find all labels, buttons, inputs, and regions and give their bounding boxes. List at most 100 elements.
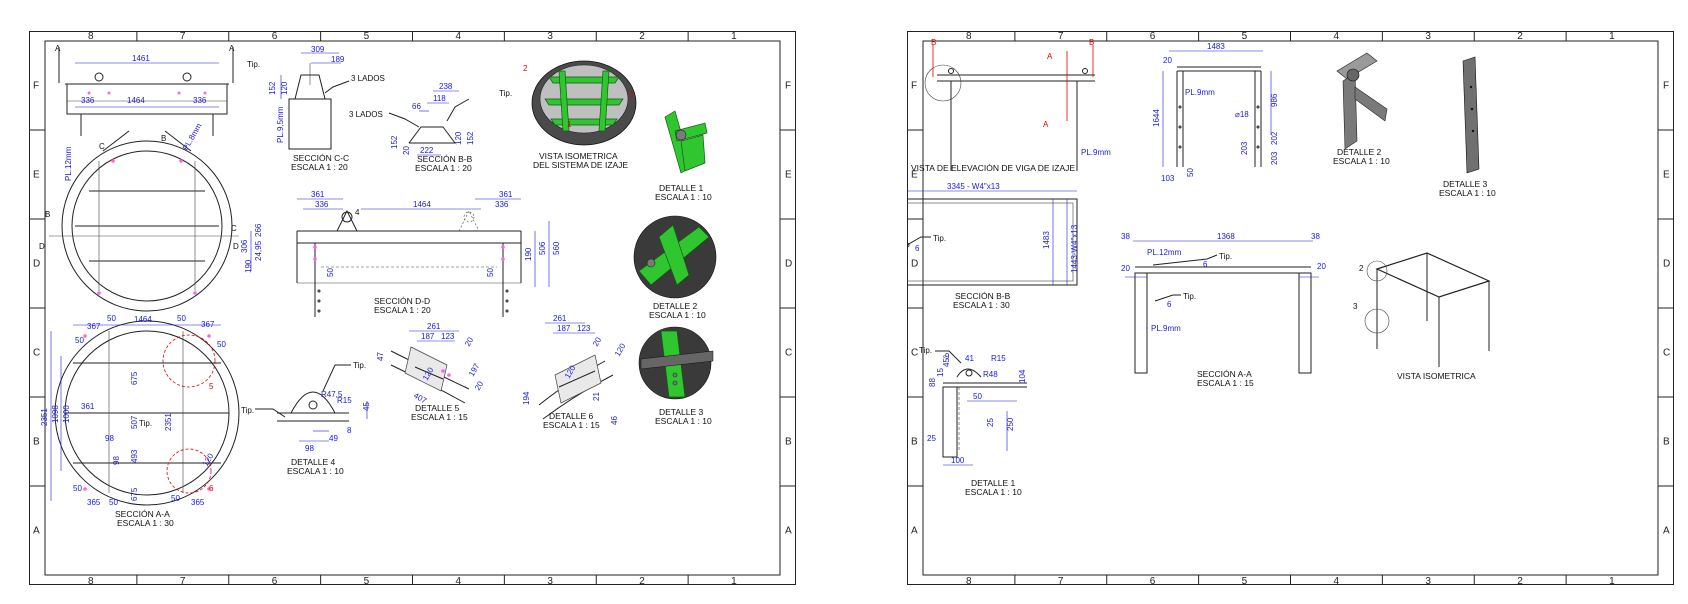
dim-bb-118: 118 — [433, 94, 446, 103]
sv-dim-50: 50 — [1186, 168, 1195, 177]
d1-dim-250: 250 — [1006, 417, 1015, 431]
sv-dim-20: 20 — [1163, 56, 1172, 65]
title-detail-3: DETALLE 3 — [659, 407, 704, 417]
detail-1-view — [664, 110, 708, 174]
border-col-3: 3 — [1425, 31, 1431, 42]
border-col-6: 6 — [272, 31, 278, 42]
dim-d4-r15: R15 — [337, 396, 352, 405]
dim-aa-50-b: 50 — [107, 314, 116, 323]
aa-weld-6-top: 6 — [1203, 260, 1208, 269]
dim-bb-20: 20 — [402, 146, 411, 155]
elev-cut-a-bottom: A — [1043, 120, 1049, 129]
border-row-C: C — [911, 348, 918, 359]
iso-callout-3: 3 — [629, 90, 634, 99]
detail-3-right-view — [1462, 56, 1480, 174]
border-row-A: A — [911, 526, 918, 537]
border-col-5: 5 — [364, 576, 370, 585]
bb-dim-3345: 3345 - W4"x13 — [947, 182, 1000, 191]
border-row-B: B — [911, 437, 918, 448]
dim-d4-98: 98 — [305, 444, 314, 453]
scale-section-dd: ESCALA 1 : 20 — [374, 305, 431, 315]
detail-1-right-view — [935, 350, 1027, 466]
border-col-1: 1 — [1609, 31, 1615, 42]
title-elevation: VISTA DE ELEVACIÓN DE VIGA DE IZAJE — [911, 163, 1075, 173]
dim-dd-1464: 1464 — [413, 200, 431, 209]
border-row-C: C — [33, 348, 40, 359]
border-col-7: 7 — [180, 31, 186, 42]
d1-dim-45-deg: 45° — [942, 355, 951, 367]
aa-weld-6-mid: 6 — [1167, 300, 1172, 309]
border-col-6: 6 — [272, 576, 278, 585]
cut-label-a-right: A — [229, 44, 235, 53]
dim-d5-20-b: 20 — [473, 379, 486, 392]
border-col-8: 8 — [88, 31, 94, 42]
dim-aa-365-b: 365 — [191, 498, 205, 507]
cc-weld-tip: Tip. — [247, 60, 260, 69]
isometric-frame-right — [1364, 252, 1491, 367]
dim-dd-336-b: 336 — [495, 200, 509, 209]
dim-bb-152-a: 152 — [390, 135, 399, 149]
dim-aa-50-c: 50 — [177, 314, 186, 323]
dim-pl-8mm: PL.8mm — [181, 121, 204, 152]
border-row-E: E — [33, 170, 40, 181]
dim-cc-309: 309 — [311, 45, 325, 54]
border-col-4: 4 — [455, 576, 461, 585]
border-row-E: E — [785, 170, 792, 181]
title-detail-4: DETALLE 4 — [291, 457, 336, 467]
iso-callout-2-right: 2 — [1359, 264, 1364, 273]
dim-d6-120-a: 120 — [613, 341, 628, 358]
dim-aa-98-a: 98 — [105, 434, 114, 443]
isometric-lifting-view — [531, 60, 637, 146]
dim-d6-20: 20 — [591, 335, 604, 348]
scale-detail-1-right: ESCALA 1 : 10 — [965, 487, 1022, 497]
dim-cc-120: 120 — [280, 81, 289, 95]
aa-dim-38-a: 38 — [1121, 232, 1130, 241]
dim-bb-222: 222 — [420, 146, 434, 155]
cut-label-d-right: D — [233, 242, 239, 251]
dim-cc-152: 152 — [268, 81, 277, 95]
border-row-F: F — [911, 81, 917, 92]
dim-aa-2351-b: 2351 — [164, 413, 173, 431]
d1-dim-41: 41 — [965, 354, 974, 363]
border-row-E: E — [911, 170, 918, 181]
dim-bb-152-b: 152 — [466, 131, 475, 145]
title-detail-1: DETALLE 1 — [659, 183, 704, 193]
scale-detail-3: ESCALA 1 : 10 — [655, 416, 712, 426]
dim-aa-50-a: 50 — [75, 336, 84, 345]
title-section-bb: SECCIÓN B-B — [417, 154, 473, 164]
border-row-F: F — [33, 81, 39, 92]
dim-dd-361-a: 361 — [311, 190, 325, 199]
border-col-4: 4 — [1333, 31, 1339, 42]
d1-dim-25-b: 25 — [927, 434, 936, 443]
d4-weld-tip-left: Tip. — [241, 406, 254, 415]
aa-dim-pl-9mm: PL.9mm — [1151, 324, 1181, 333]
section-aa-right-view — [1125, 240, 1319, 374]
scale-detail-6: ESCALA 1 : 15 — [543, 420, 600, 430]
sv-dim-1483: 1483 — [1207, 42, 1225, 51]
title-section-aa-right: SECCIÓN A-A — [1197, 369, 1252, 379]
border-col-5: 5 — [1242, 576, 1248, 585]
iso-callout-2: 2 — [523, 64, 528, 73]
d1-dim-15: 15 — [936, 368, 945, 377]
section-bb-right-view — [907, 190, 1078, 286]
aa-dim-20-b: 20 — [1317, 262, 1326, 271]
detail-2-right-view — [1336, 52, 1388, 150]
dim-dd-24-95: 24,95 — [254, 240, 263, 261]
dim-d4-8: 8 — [347, 426, 352, 435]
sv-dim-pl-9mm: PL.9mm — [1185, 88, 1215, 97]
dim-aa-2351-a: 2351 — [40, 408, 49, 426]
sv-dim-103: 103 — [1161, 174, 1175, 183]
elev-cut-a-top: A — [1047, 52, 1053, 61]
cut-label-b-top: B — [161, 134, 166, 143]
border-col-8: 8 — [966, 576, 972, 585]
border-col-6: 6 — [1150, 576, 1156, 585]
sv-dim-hole-18: ⌀18 — [1235, 110, 1249, 119]
dim-1464: 1464 — [127, 96, 145, 105]
detail-6-view — [538, 322, 614, 420]
dim-d6-187: 187 — [557, 324, 571, 333]
border-row-C: C — [785, 348, 792, 359]
title-section-aa: SECCIÓN A-A — [115, 509, 170, 519]
dim-aa-675-b: 675 — [130, 487, 139, 501]
